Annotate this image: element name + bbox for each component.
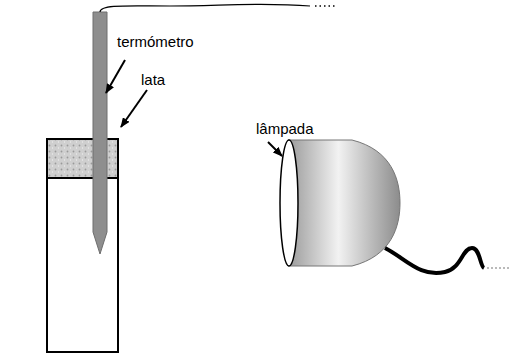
part-label: termómetro [117, 33, 194, 51]
leader-arrow [121, 90, 147, 127]
part-label: lâmpada [256, 120, 314, 138]
wire-continuation [315, 5, 336, 7]
cable-continuation [487, 267, 510, 268]
leader-arrow [106, 60, 125, 93]
lamp-cable [385, 248, 484, 273]
lamp-body [288, 140, 400, 266]
part-label: lata [141, 71, 165, 89]
lamp-glass [280, 140, 298, 266]
leader-arrow [268, 142, 282, 156]
thermometer [93, 12, 107, 254]
thermometer-wire [100, 4, 310, 12]
